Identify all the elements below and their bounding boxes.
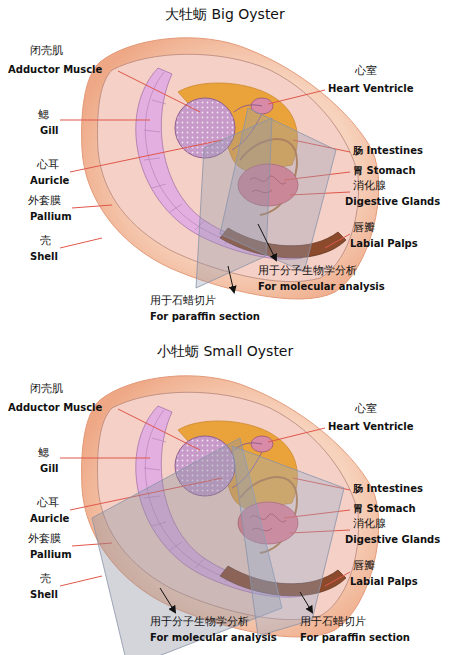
section-planes [92, 108, 344, 655]
part-label: Labial Palps [350, 576, 418, 588]
part-label: Shell [30, 251, 58, 263]
part-label: 唇瓣 [353, 222, 375, 235]
part-label: 消化腺 [353, 180, 386, 193]
part-label: Pallium [30, 211, 72, 223]
use-note: For paraffin section [300, 632, 410, 644]
part-label: 肠 Intestines [353, 483, 423, 495]
use-note: For molecular analysis [150, 632, 277, 644]
part-label: 鳃 [38, 109, 49, 122]
part-label: 胃 Stomach [353, 503, 416, 515]
part-label: Adductor Muscle [8, 64, 102, 76]
section-heading: 小牡蛎 Small Oyster [157, 343, 293, 359]
use-note: For molecular analysis [258, 281, 385, 293]
part-label: 心室 [355, 403, 377, 416]
part-label: Auricle [30, 513, 69, 525]
part-label: 外套膜 [28, 533, 61, 546]
use-note: For paraffin section [150, 311, 260, 323]
part-label: 壳 [40, 235, 51, 248]
part-label: 肠 Intestines [353, 145, 423, 157]
part-label: 外套膜 [28, 195, 61, 208]
part-label: Gill [40, 463, 59, 475]
part-label: 胃 Stomach [353, 165, 416, 177]
part-label: Adductor Muscle [8, 402, 102, 414]
part-label: Labial Palps [350, 238, 418, 250]
part-label: 鳃 [38, 447, 49, 460]
part-label: 心室 [355, 65, 377, 78]
use-note: 用于石蜡切片 [300, 616, 366, 629]
part-label: Pallium [30, 549, 72, 561]
big-oyster [60, 38, 379, 299]
use-note: 用于石蜡切片 [150, 295, 216, 308]
part-label: 心耳 [37, 497, 59, 510]
part-label: Auricle [30, 175, 69, 187]
part-label: 闭壳肌 [30, 383, 63, 396]
part-label: 消化腺 [353, 518, 386, 531]
part-label: 唇瓣 [353, 560, 375, 573]
part-label: Heart Ventricle [328, 83, 413, 95]
part-label: Shell [30, 589, 58, 601]
part-label: 闭壳肌 [30, 45, 63, 58]
part-label: Gill [40, 125, 59, 137]
section-heading: 大牡蛎 Big Oyster [165, 6, 285, 22]
part-label: Heart Ventricle [328, 421, 413, 433]
part-label: 壳 [40, 573, 51, 586]
part-label: Digestive Glands [345, 196, 440, 208]
use-note: 用于分子生物学分析 [150, 616, 249, 629]
part-label: 心耳 [37, 159, 59, 172]
part-label: Digestive Glands [345, 534, 440, 546]
use-note: 用于分子生物学分析 [258, 265, 357, 278]
